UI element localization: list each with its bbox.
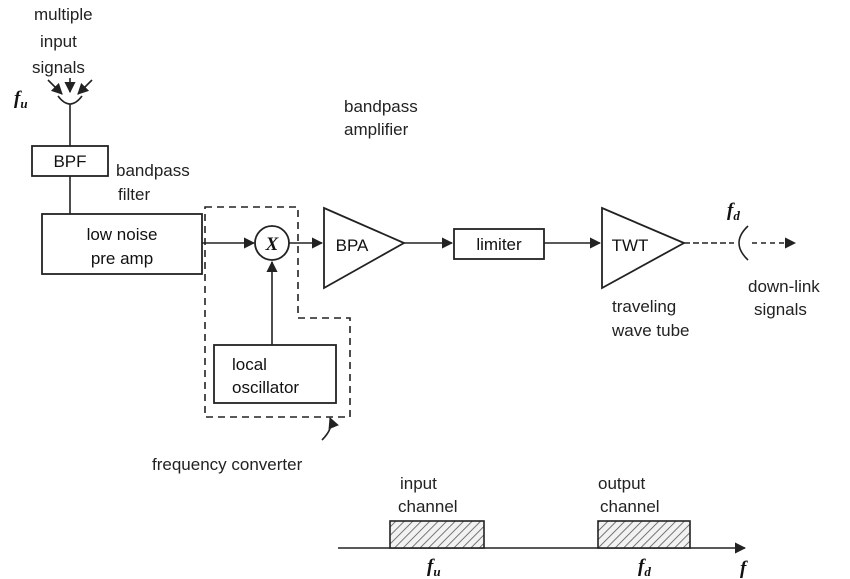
input-signals-label-3: signals [32,58,85,77]
input-channel-band [389,520,485,549]
transmit-antenna-group: fd down-link signals [727,200,820,319]
lna-label-2: pre amp [91,249,153,268]
bpf-description-2: filter [118,185,150,204]
twt-description-1: traveling [612,297,676,316]
bpa-description-2: amplifier [344,120,409,139]
bpf-box [31,145,109,177]
mixer-block: X [254,225,290,261]
limiter-box [453,228,545,260]
spectrum-sketch: input channel output channel fu fd f [338,474,748,579]
downlink-freq-label: fd [727,200,740,223]
bpa-label: BPA [336,236,369,255]
spectrum-fu-label: fu [427,556,441,579]
lna-label-1: low noise [87,225,158,244]
bpa-block: BPA [323,206,407,290]
lo-label-1: local [232,355,267,374]
local-oscillator-block: local oscillator [213,344,337,404]
output-channel-band [597,520,691,549]
downlink-label-2: signals [754,300,807,319]
converter-pointer-arrow [321,416,339,441]
twt-triangle [601,206,687,290]
transmit-antenna-icon [738,225,749,261]
bpa-description-1: bandpass [344,97,418,116]
low-noise-preamp-block: low noise pre amp [41,213,203,275]
input-arrow-right [77,79,93,95]
spectrum-fd-label: fd [638,556,651,579]
output-channel-label-2: channel [600,497,660,516]
lna-box [41,213,203,275]
output-channel-label-1: output [598,474,646,493]
input-signals-label-2: input [40,32,77,51]
input-signals-label-1: multiple [34,5,93,24]
lo-label-2: oscillator [232,378,299,397]
receive-antenna-icon [57,95,83,105]
bpf-description-1: bandpass [116,161,190,180]
frequency-converter-boundary [204,206,351,418]
bpf-label: BPF [53,152,86,171]
bpa-triangle [323,206,407,290]
input-signals-group: multiple input signals fu [14,5,93,146]
frequency-axis-label: f [740,558,748,579]
input-channel-label-2: channel [398,497,458,516]
bpf-block: BPF [31,145,109,177]
input-arrow-left [47,79,63,95]
mixer-symbol: X [265,234,280,255]
input-channel-label-1: input [400,474,437,493]
twt-label: TWT [612,236,649,255]
twt-description-2: wave tube [611,321,690,340]
twt-block: TWT [601,206,687,290]
limiter-label: limiter [476,235,522,254]
lo-box [213,344,337,404]
uplink-freq-label: fu [14,88,28,111]
downlink-label-1: down-link [748,277,820,296]
frequency-converter-label: frequency converter [152,455,303,474]
limiter-block: limiter [453,228,545,260]
